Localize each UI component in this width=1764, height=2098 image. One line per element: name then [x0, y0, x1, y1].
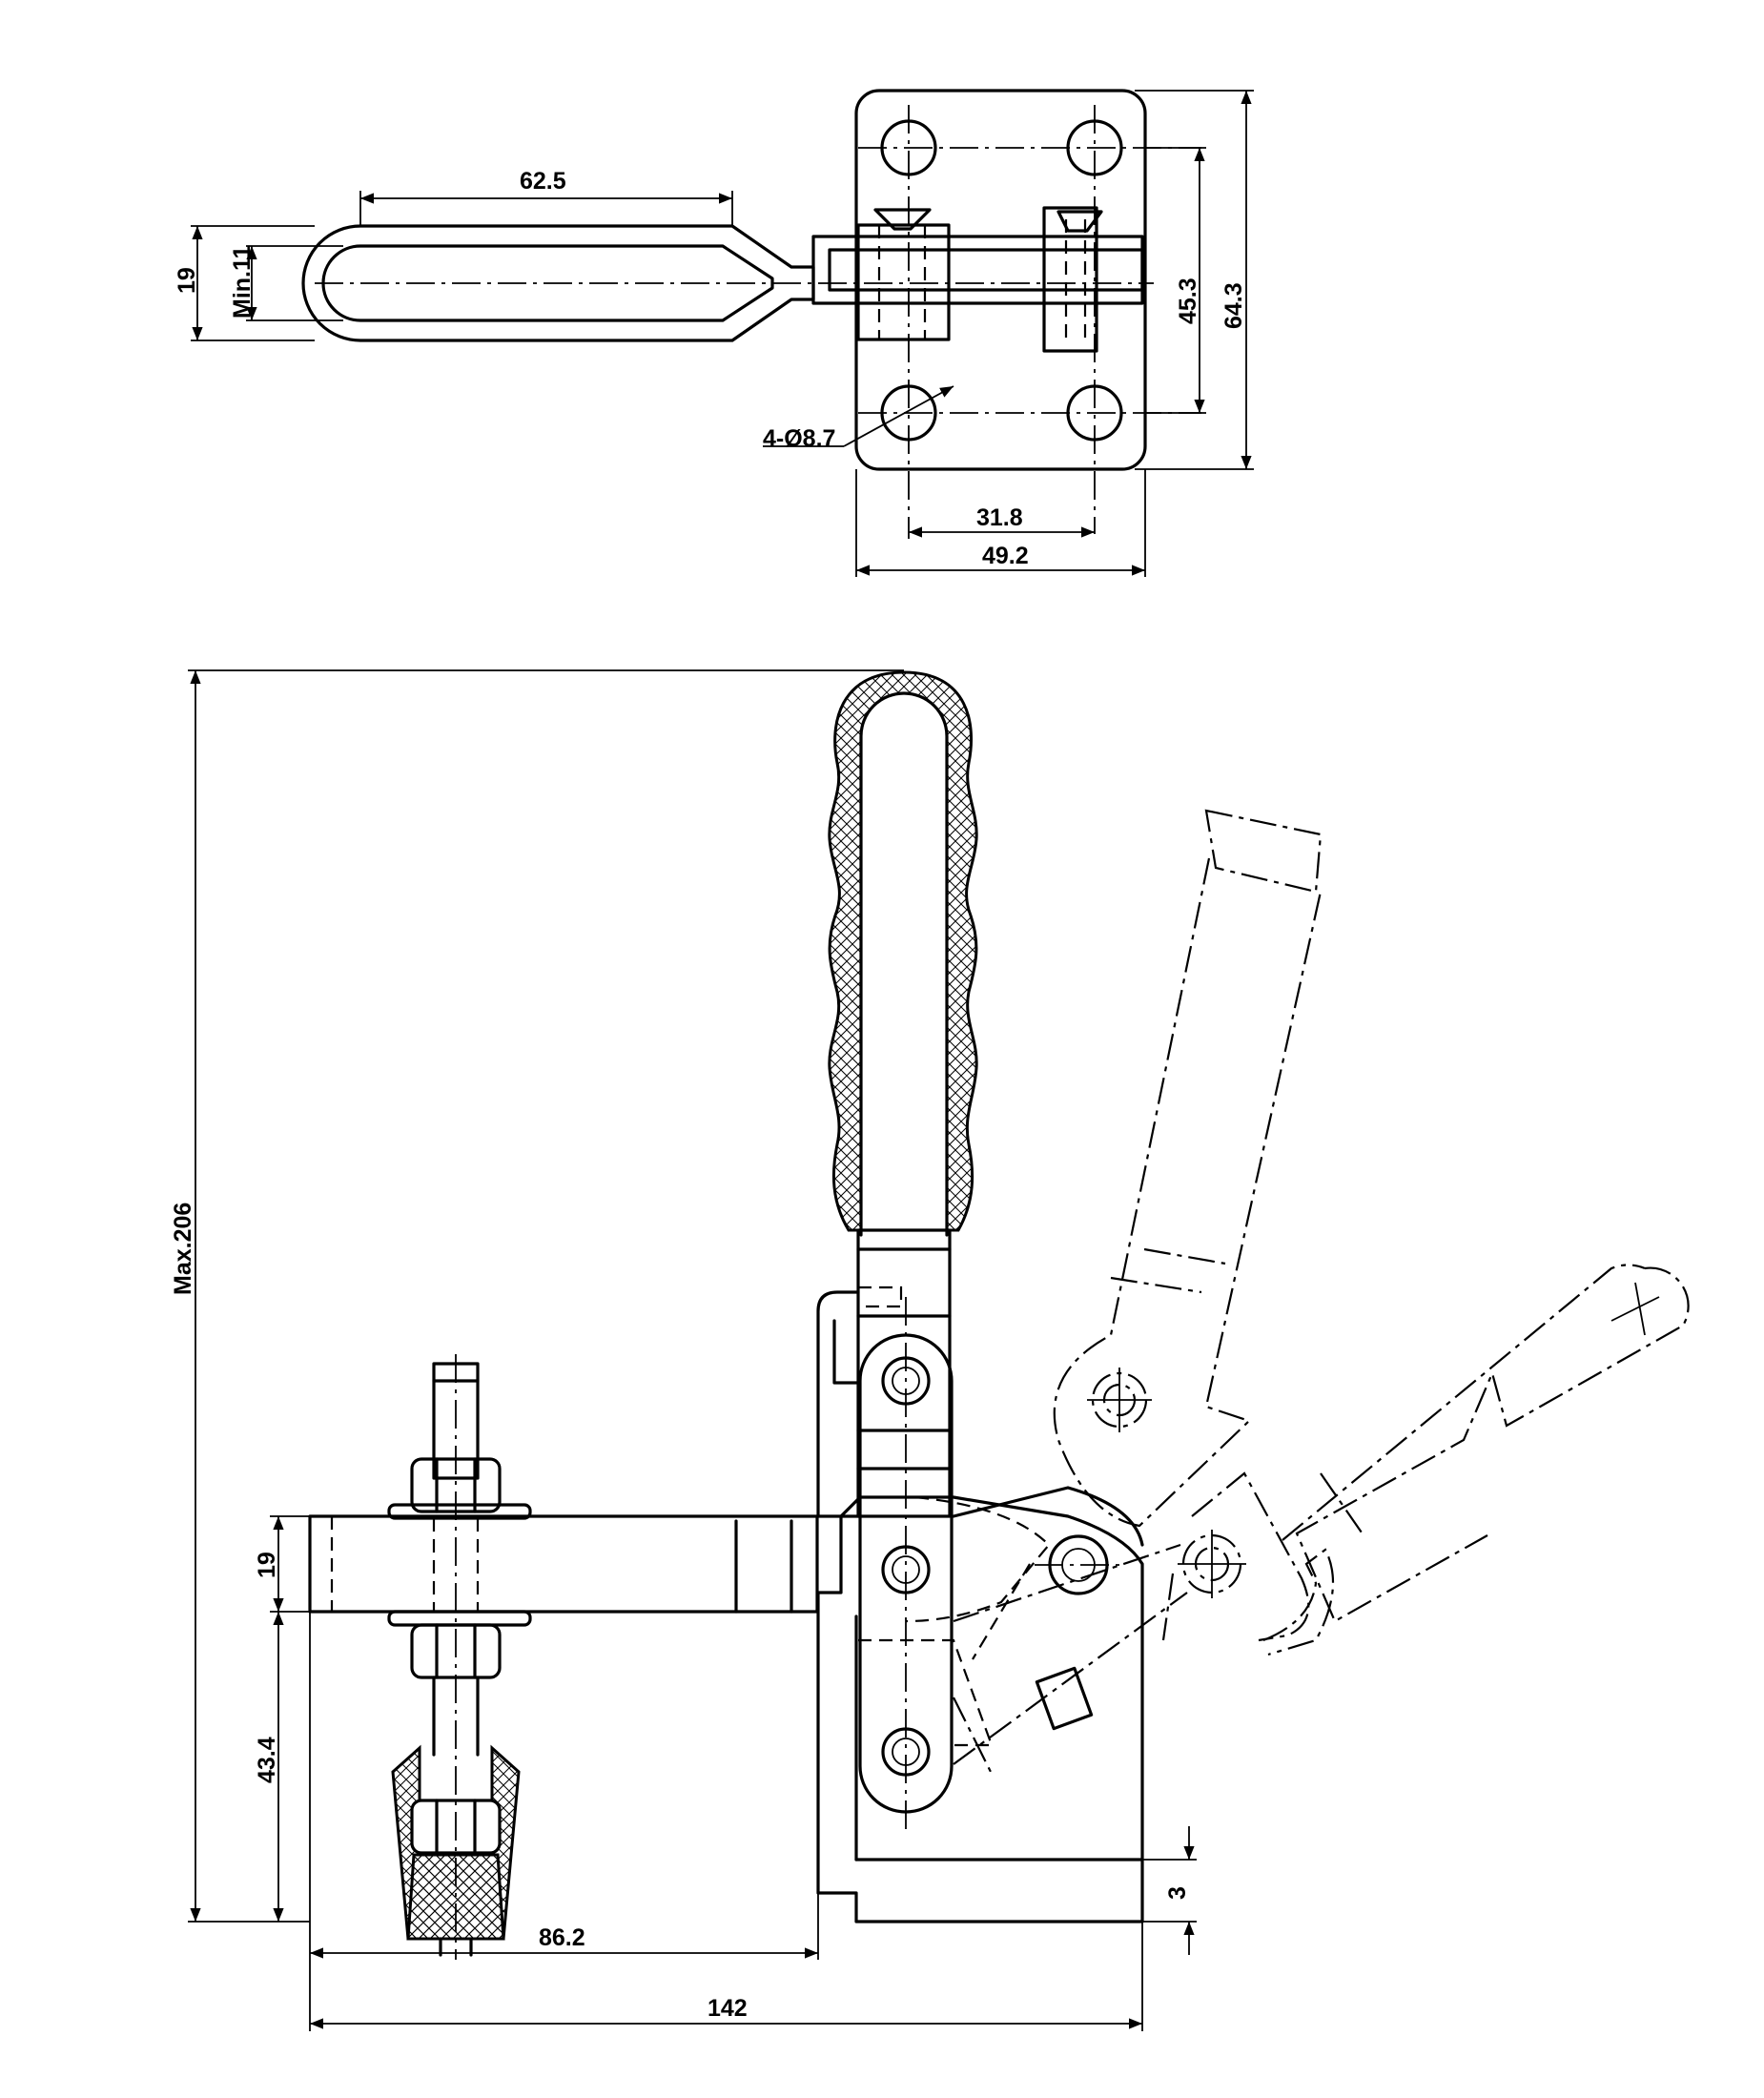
dim-max-height: Max.206	[170, 1203, 196, 1295]
handle-loop	[301, 224, 815, 342]
dim-holes: 4-Ø8.7	[763, 425, 835, 452]
dim-hole-spacing-v: 45.3	[1175, 278, 1201, 324]
open-position-phantom	[953, 809, 1690, 1775]
clamp-arm	[308, 1514, 819, 1614]
dim-hole-spacing-h: 31.8	[976, 504, 1023, 531]
dim-base-width: 49.2	[982, 543, 1029, 569]
mounting-holes	[880, 119, 1123, 442]
dim-base-height: 64.3	[1220, 282, 1247, 329]
top-view: 62.5 19 Min.11 45.3 64.3 4-Ø8.7 31.8 49.…	[174, 89, 1254, 577]
dim-handle-min: Min.11	[229, 245, 256, 319]
dim-overall-length: 142	[708, 1995, 748, 2022]
dim-spindle-reach: 86.2	[539, 1924, 585, 1951]
clamp-body	[816, 1495, 1144, 1923]
dim-handle-length: 62.5	[520, 168, 566, 195]
dim-arm-height: 43.4	[254, 1737, 280, 1783]
dim-arm-thickness: 19	[254, 1552, 280, 1578]
dim-handle-width: 19	[174, 267, 200, 294]
pivot-pins	[881, 1356, 1109, 1777]
dim-base-thickness: 3	[1164, 1886, 1191, 1900]
clevis-block	[856, 223, 951, 341]
handle-bar	[859, 691, 949, 1237]
side-view: Max.206 19 43.4 3 86.2 142	[170, 669, 1690, 2031]
base-plate-outline	[854, 89, 1147, 471]
